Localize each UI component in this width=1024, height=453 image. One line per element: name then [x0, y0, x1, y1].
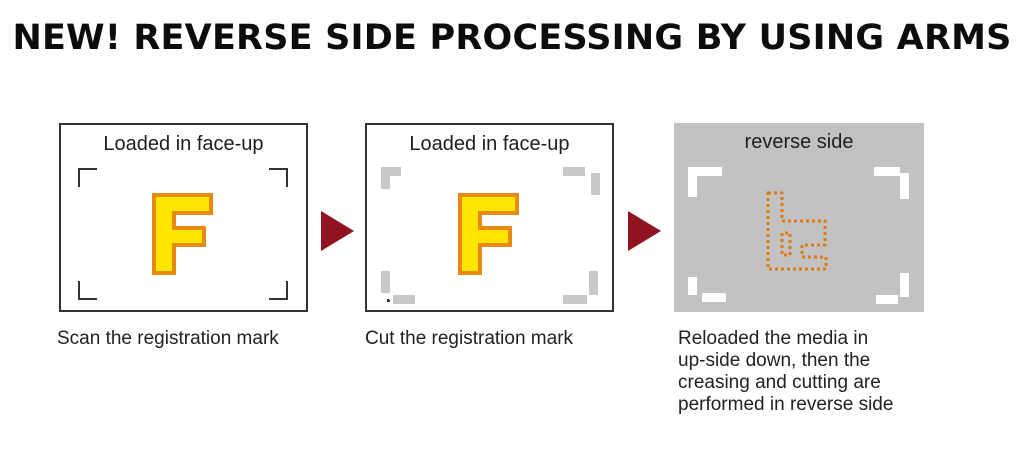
step-2-caption: Cut the registration mark	[365, 328, 574, 349]
step-3-panel: reverse side	[674, 123, 924, 312]
corner-registration-mark-icon	[688, 167, 909, 304]
corner-registration-mark-icon	[381, 167, 600, 304]
letter-f-icon	[152, 193, 213, 275]
step-3-artwork	[688, 167, 909, 304]
step-3-heading: reverse side	[744, 131, 854, 153]
letter-f-icon	[458, 193, 519, 275]
step-2-panel: Loaded in face-up	[365, 123, 614, 312]
page-title: NEW! REVERSE SIDE PROCESSING BY USING AR…	[12, 18, 1012, 58]
step-3-caption: Reloaded the media in up-side down, then…	[678, 328, 893, 416]
step-3-caption-line: performed in reverse side	[678, 394, 894, 415]
step-1-caption: Scan the registration mark	[57, 328, 279, 349]
step-1-panel: Loaded in face-up	[59, 123, 308, 312]
step-2-heading: Loaded in face-up	[409, 133, 570, 155]
step-3-caption-line: up-side down, then the	[678, 350, 871, 371]
step-2-artwork	[381, 167, 600, 304]
step-1-artwork	[78, 168, 288, 300]
corner-registration-mark-icon	[78, 168, 288, 300]
right-triangle-arrow-icon	[628, 211, 661, 251]
dotted-mirrored-f-icon	[766, 191, 828, 271]
step-3-caption-line: creasing and cutting are	[678, 372, 881, 393]
step-1-heading: Loaded in face-up	[103, 133, 264, 155]
step-3-caption-line: Reloaded the media in	[678, 328, 869, 349]
right-triangle-arrow-icon	[321, 211, 354, 251]
